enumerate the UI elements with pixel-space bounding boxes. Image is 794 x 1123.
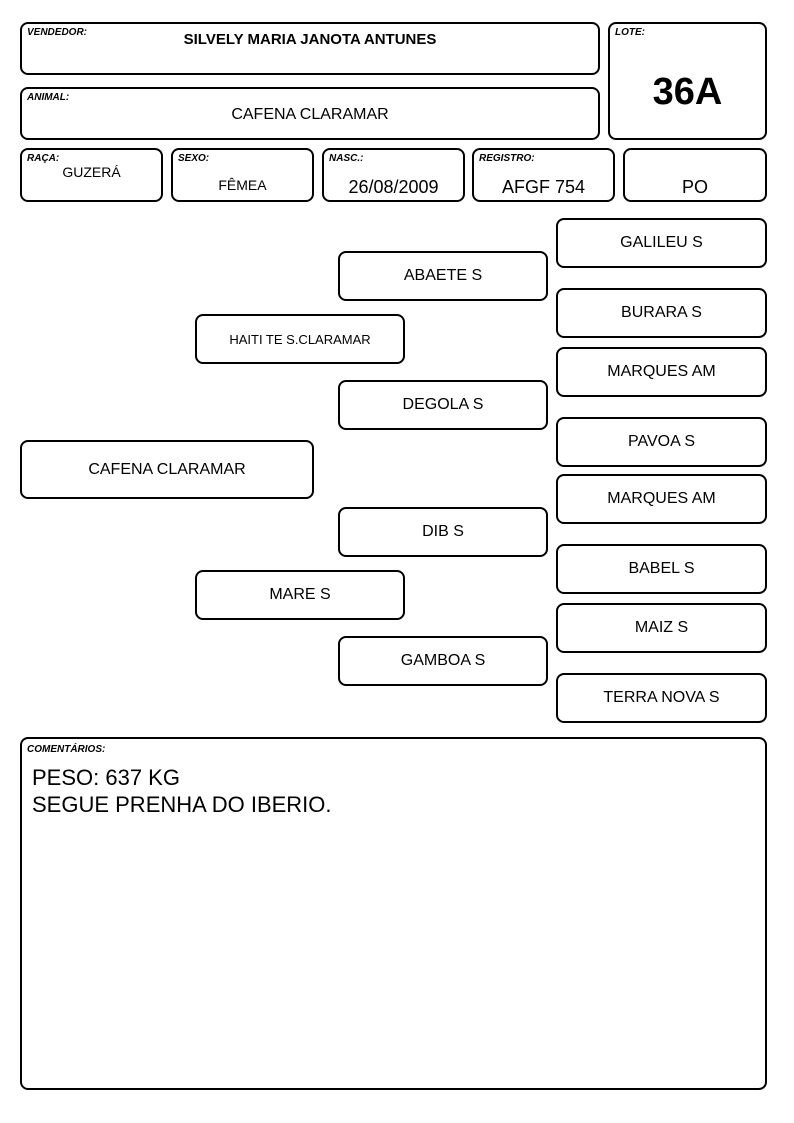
pedigree-sire-sire: ABAETE S: [338, 251, 548, 301]
pedigree-ggp-4: PAVOA S: [556, 417, 767, 467]
pedigree-dam-dam: GAMBOA S: [338, 636, 548, 686]
pedigree-ggp-8-name: TERRA NOVA S: [603, 689, 720, 706]
sexo-value: FÊMEA: [218, 177, 267, 193]
pedigree-sire: HAITI TE S.CLARAMAR: [195, 314, 405, 364]
registro-box: REGISTRO: AFGF 754: [472, 148, 615, 202]
lote-box: LOTE: 36A: [608, 22, 767, 140]
pedigree-ggp-1-name: GALILEU S: [620, 234, 703, 251]
animal-label: ANIMAL:: [27, 92, 70, 103]
vendedor-label: VENDEDOR:: [27, 27, 88, 38]
pedigree-ggp-1: GALILEU S: [556, 218, 767, 268]
registro-value: AFGF 754: [501, 177, 586, 197]
pedigree-ggp-7-name: MAIZ S: [634, 619, 689, 636]
pedigree-dam-sire-name: DIB S: [422, 523, 464, 540]
pedigree-animal-name: CAFENA CLARAMAR: [88, 460, 246, 478]
lote-value: 36A: [652, 71, 723, 113]
nasc-value: 26/08/2009: [348, 177, 439, 197]
animal-value: CAFENA CLARAMAR: [231, 106, 389, 123]
pedigree-animal: CAFENA CLARAMAR: [20, 440, 314, 499]
raca-box: RAÇA: GUZERÁ: [20, 148, 163, 202]
registro-label: REGISTRO:: [479, 153, 535, 164]
categoria-value: PO: [681, 177, 708, 197]
raca-value: GUZERÁ: [62, 164, 121, 180]
categoria-box: PO: [623, 148, 767, 202]
comments-line-2: SEGUE PRENHA DO IBERIO.: [32, 792, 332, 817]
pedigree-ggp-2: BURARA S: [556, 288, 767, 338]
lote-label: LOTE:: [615, 27, 645, 38]
vendedor-box: VENDEDOR: SILVELY MARIA JANOTA ANTUNES: [20, 22, 600, 75]
pedigree-ggp-4-name: PAVOA S: [628, 433, 695, 450]
pedigree-dam-dam-name: GAMBOA S: [400, 652, 486, 669]
pedigree-ggp-6-name: BABEL S: [628, 560, 695, 577]
comments-line-1: PESO: 637 KG: [32, 765, 180, 790]
pedigree-ggp-5-name: MARQUES AM: [607, 490, 716, 507]
pedigree-dam: MARE S: [195, 570, 405, 620]
nasc-label: NASC.:: [329, 153, 364, 164]
pedigree-ggp-2-name: BURARA S: [621, 304, 702, 321]
nasc-box: NASC.: 26/08/2009: [322, 148, 465, 202]
pedigree-dam-sire: DIB S: [338, 507, 548, 557]
vendedor-value: SILVELY MARIA JANOTA ANTUNES: [183, 31, 437, 48]
animal-box: ANIMAL: CAFENA CLARAMAR: [20, 87, 600, 140]
pedigree-sire-sire-name: ABAETE S: [403, 267, 483, 284]
pedigree-ggp-8: TERRA NOVA S: [556, 673, 767, 723]
pedigree-ggp-7: MAIZ S: [556, 603, 767, 653]
comments-box: COMENTÁRIOS: PESO: 637 KG SEGUE PRENHA D…: [20, 737, 767, 1090]
pedigree-sire-dam-name: DEGOLA S: [402, 396, 484, 413]
sexo-box: SEXO: FÊMEA: [171, 148, 314, 202]
pedigree-ggp-3-name: MARQUES AM: [607, 363, 716, 380]
pedigree-ggp-6: BABEL S: [556, 544, 767, 594]
pedigree-sire-name: HAITI TE S.CLARAMAR: [229, 331, 371, 347]
pedigree-dam-name: MARE S: [269, 586, 331, 603]
raca-label: RAÇA:: [27, 153, 60, 164]
pedigree-sire-dam: DEGOLA S: [338, 380, 548, 430]
comments-label: COMENTÁRIOS:: [27, 744, 106, 755]
sexo-label: SEXO:: [178, 153, 210, 164]
pedigree-ggp-3: MARQUES AM: [556, 347, 767, 397]
pedigree-ggp-5: MARQUES AM: [556, 474, 767, 524]
